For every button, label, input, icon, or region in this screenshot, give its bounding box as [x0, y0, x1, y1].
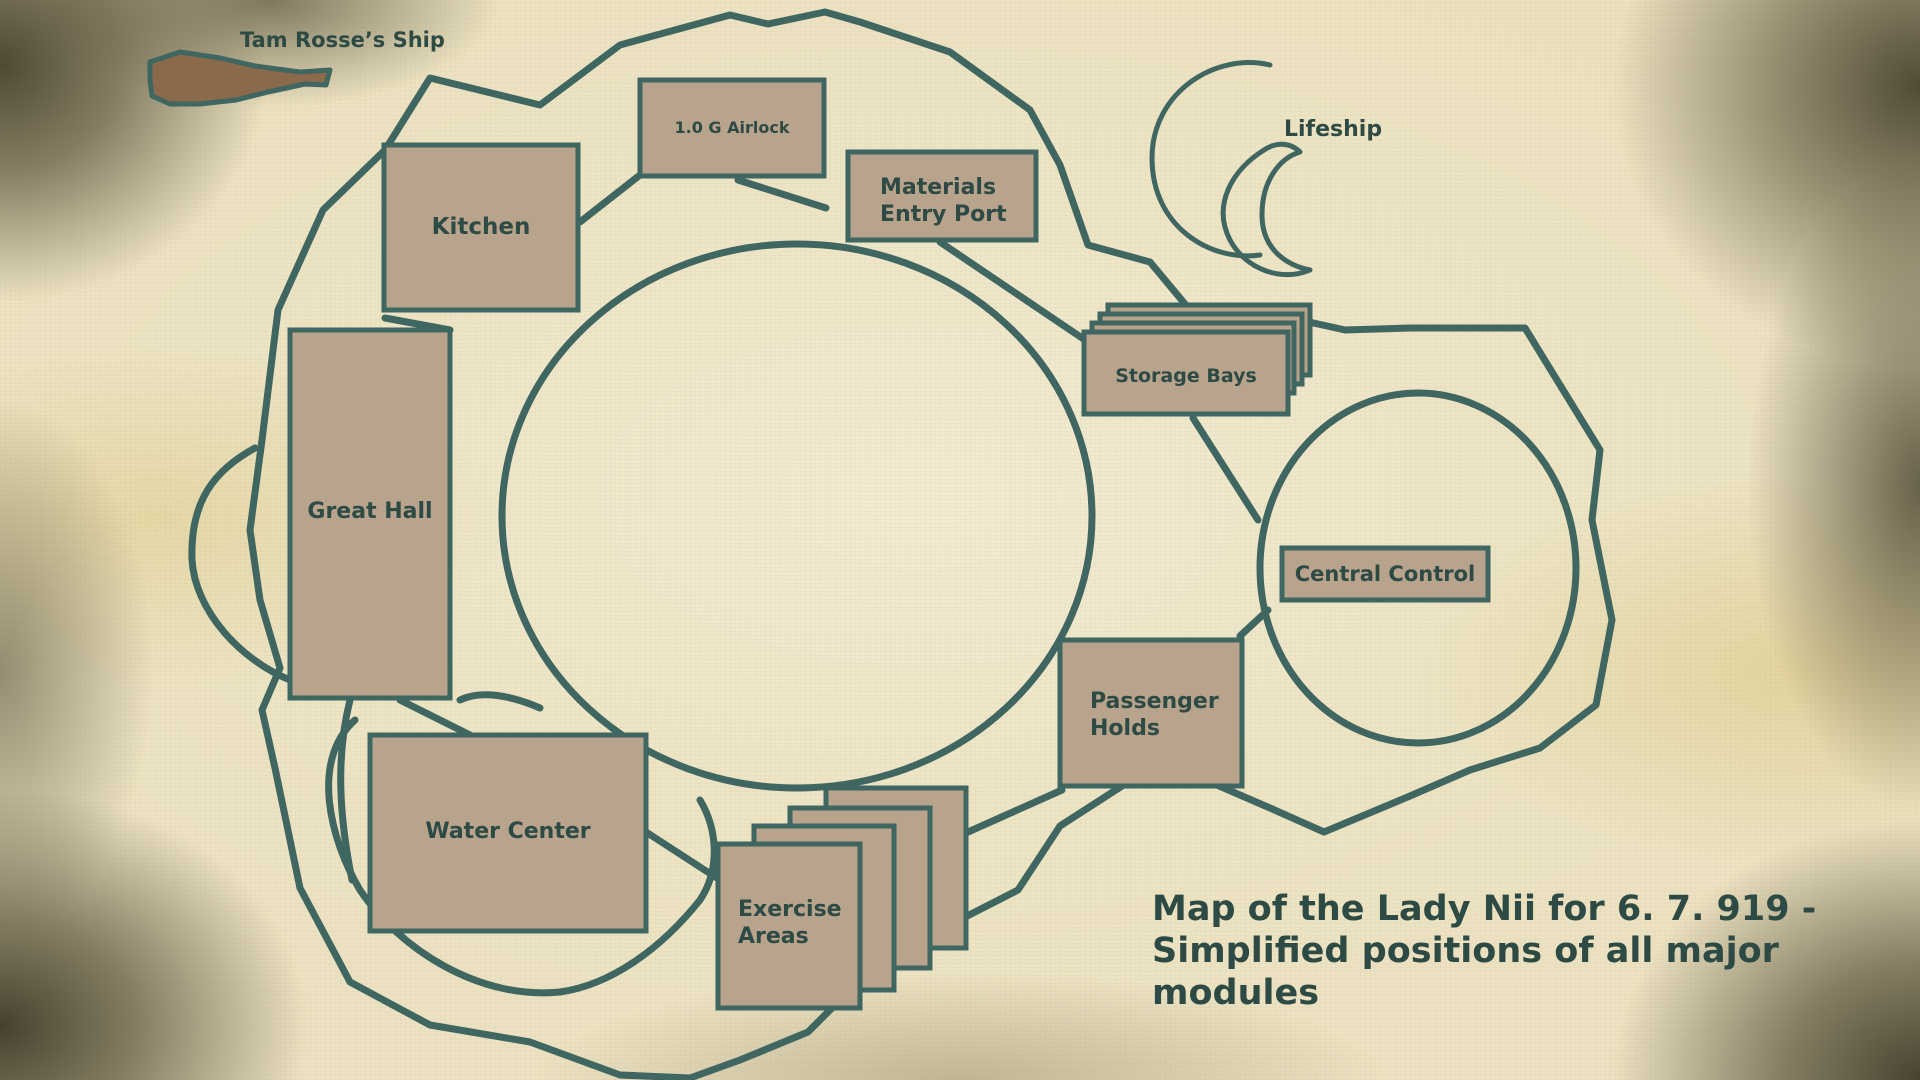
passenger-holds-label: Passenger Holds: [1090, 689, 1226, 741]
storage-bays-label: Storage Bays: [1115, 365, 1257, 387]
modules: [287, 77, 1491, 1011]
water-center-label: Water Center: [425, 819, 590, 844]
control-ring: [1256, 389, 1580, 747]
materials-entry-port-label: Materials Entry Port: [880, 175, 1007, 227]
materials-label-line-1: Materials: [880, 175, 996, 200]
link-kitchen-airlock: [576, 171, 644, 226]
central-control-module[interactable]: [1279, 545, 1491, 603]
passenger-label-line-2: Holds: [1090, 716, 1160, 741]
exercise-label-line-2: Areas: [738, 924, 809, 949]
great-hall-module[interactable]: [287, 327, 453, 701]
left-arc-lower: [325, 716, 718, 997]
link-storage-control: [1189, 414, 1262, 524]
left-connector-2: [456, 691, 544, 712]
passenger-label-line-1: Passenger: [1090, 689, 1219, 714]
link-airlock-materials: [734, 176, 830, 212]
water-center-module[interactable]: [367, 732, 649, 934]
link-water-exercise: [642, 828, 724, 884]
map-title-line-1: Map of the Lady Nii for 6. 7. 919 -: [1152, 889, 1817, 929]
link-exercise-holds: [964, 786, 1066, 836]
tam-rosse-ship-label: Tam Rosse’s Ship: [240, 28, 445, 52]
map-title-line-3: modules: [1152, 973, 1320, 1013]
link-hall-water: [396, 696, 474, 739]
airlock-label: 1.0 G Airlock: [675, 118, 790, 137]
central-control-label: Central Control: [1295, 562, 1476, 586]
kitchen-label: Kitchen: [432, 214, 531, 240]
tam-rosse-ship-icon: [147, 49, 333, 107]
link-materials-storage: [936, 238, 1089, 344]
storage-bay-front: [1081, 329, 1291, 417]
link-holds-control: [1236, 606, 1272, 640]
exercise-label-line-1: Exercise: [738, 897, 842, 922]
map-title-line-2: Simplified positions of all major: [1152, 931, 1779, 971]
exercise-areas-label: Exercise Areas: [738, 897, 849, 949]
left-arc-upper: [188, 444, 294, 684]
lifeship-icon-outer: [1149, 60, 1273, 259]
central-ring: [498, 240, 1096, 792]
map-title: Map of the Lady Nii for 6. 7. 919 - Simp…: [1152, 888, 1852, 1014]
great-hall-label: Great Hall: [307, 499, 432, 524]
kitchen-module[interactable]: [381, 142, 581, 313]
passenger-holds-module[interactable]: [1057, 637, 1245, 789]
lifeship-icon: [1220, 141, 1313, 278]
lifeship-label: Lifeship: [1284, 117, 1382, 142]
materials-label-line-2: Entry Port: [880, 202, 1007, 227]
hull-outlines: [188, 8, 1616, 1080]
left-connector-1: [337, 696, 356, 884]
materials-entry-port-module[interactable]: [845, 149, 1039, 243]
airlock-module[interactable]: [637, 77, 827, 179]
exercise-area-front: [715, 841, 863, 1011]
